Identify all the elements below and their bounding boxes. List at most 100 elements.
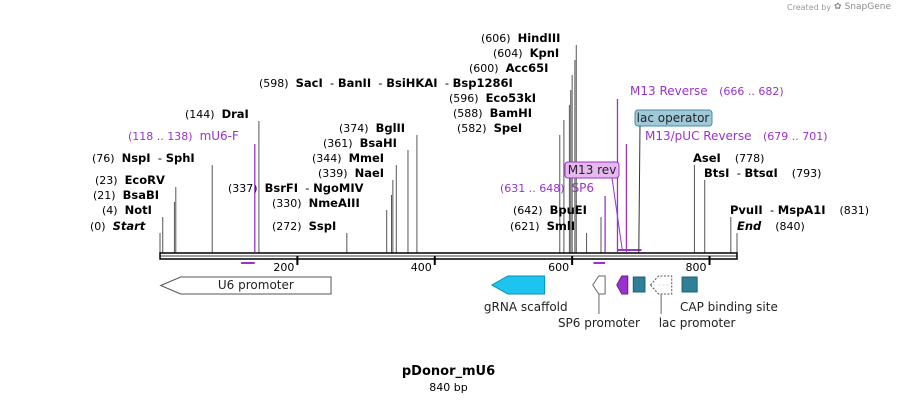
- enzyme-label-nmeaiii: (330) NmeAIII: [272, 196, 360, 210]
- enzyme-label-bpuei: (642) BpuEI: [513, 203, 587, 217]
- enzyme-name: BtsαI: [745, 166, 778, 180]
- enzyme-name: SacI: [296, 76, 323, 90]
- enzyme-position: (831): [826, 204, 870, 217]
- enzyme-name: NgoMIV: [313, 181, 363, 195]
- feature-u6-promoter: [159, 276, 332, 295]
- enzyme-name: BsaBI: [123, 188, 159, 202]
- enzyme-position: (840): [761, 220, 805, 233]
- feature-sp6-promoter: [592, 275, 606, 295]
- m13-rev-box: [564, 161, 620, 179]
- enzyme-name: EcoRV: [125, 173, 165, 187]
- enzyme-label-ecorv: (23) EcoRV: [95, 173, 165, 187]
- feature-lac-operator-feat: [632, 276, 646, 293]
- enzyme-name: BsiHKAI: [386, 76, 437, 90]
- enzyme-name: HindIII: [518, 31, 561, 45]
- enzyme-position: (0): [90, 220, 113, 233]
- snapgene-credit: Created by ✿ SnapGene: [787, 2, 891, 12]
- enzyme-name: PvuII: [730, 203, 763, 217]
- enzyme-label-btsi: BtsI - BtsαI (793): [704, 166, 821, 180]
- primer-range: (679 .. 701): [763, 130, 828, 143]
- enzyme-position: (337): [228, 182, 265, 195]
- enzyme-position: (606): [481, 32, 518, 45]
- snapgene-logo-icon: ✿: [834, 2, 842, 12]
- enzyme-position: (588): [453, 107, 490, 120]
- primer-layer: (118 .. 138) mU6-F (631 .. 648) SP6 M13 Re…: [128, 84, 828, 264]
- enzyme-name: BtsI: [704, 166, 729, 180]
- enzyme-name: Start: [113, 219, 146, 233]
- primer-range: (118 .. 138): [128, 130, 200, 143]
- enzyme-name: BanII: [338, 76, 371, 90]
- primer-label-sp6: (631 .. 648) SP6: [500, 181, 594, 195]
- enzyme-label-bamhi: (588) BamHI: [453, 106, 532, 120]
- enzyme-position: (4): [102, 204, 125, 217]
- primer-label-mu6f: (118 .. 138) mU6-F: [128, 129, 239, 143]
- enzyme-position: (76): [92, 152, 122, 165]
- enzyme-name: NmeAIII: [309, 196, 360, 210]
- enzyme-name: SspI: [309, 219, 337, 233]
- enzyme-position: (604): [493, 47, 530, 60]
- enzyme-position: (339): [318, 167, 355, 180]
- enzyme-separator: -: [371, 76, 386, 90]
- enzyme-name: Acc65I: [506, 61, 549, 75]
- enzyme-label-drai: (144) DraI: [185, 107, 249, 121]
- primer-label-m13puc: M13/pUC Reverse (679 .. 701): [645, 129, 828, 143]
- enzyme-position: (344): [312, 152, 349, 165]
- enzyme-layer: (0) Start(4) NotI(21) BsaBI(23) EcoRV(76…: [90, 31, 869, 255]
- enzyme-name: BsaHI: [360, 136, 397, 150]
- enzyme-separator: -: [438, 76, 453, 90]
- enzyme-label-hindiii: (606) HindIII: [481, 31, 560, 45]
- enzyme-name: SphI: [166, 151, 195, 165]
- lac-operator-box: [634, 109, 713, 127]
- enzyme-position: (793): [778, 167, 822, 180]
- enzyme-position: (596): [449, 92, 486, 105]
- enzyme-separator: -: [763, 203, 778, 217]
- enzyme-label-nspi: (76) NspI - SphI: [92, 151, 195, 165]
- enzyme-name: MmeI: [349, 151, 385, 165]
- enzyme-position: (361): [323, 137, 360, 150]
- enzyme-name: BamHI: [490, 106, 532, 120]
- enzyme-label-naei: (339) NaeI: [318, 166, 384, 180]
- feature-grna-scaffold: [490, 275, 546, 295]
- enzyme-position: (374): [339, 122, 376, 135]
- feature-u6-promoter-label: U6 promoter: [218, 278, 294, 292]
- ruler-label-200: 200: [273, 261, 294, 274]
- enzyme-name: End: [737, 219, 762, 233]
- enzyme-position: (272): [272, 220, 309, 233]
- feature-lac-promoter: [649, 275, 673, 295]
- enzyme-position: (642): [513, 204, 550, 217]
- enzyme-position: (330): [272, 197, 309, 210]
- credit-text: Created by: [787, 2, 832, 12]
- primer-label-m13rev: M13 Reverse (666 .. 682): [630, 84, 784, 98]
- feature-sp6-promoter-label: SP6 promoter: [558, 316, 640, 330]
- enzyme-label-smli: (621) SmlI: [510, 219, 575, 233]
- primer-name: M13 Reverse: [630, 84, 719, 98]
- primer-name: mU6-F: [200, 129, 239, 143]
- primer-name: SP6: [572, 181, 595, 195]
- enzyme-separator: -: [298, 181, 313, 195]
- feature-lac-promoter-label: lac promoter: [659, 316, 736, 330]
- enzyme-name: NotI: [125, 203, 152, 217]
- enzyme-name: NaeI: [355, 166, 384, 180]
- primer-name: M13/pUC Reverse: [645, 129, 763, 143]
- ruler-label-400: 400: [411, 261, 432, 274]
- primer-range: (666 .. 682): [719, 85, 784, 98]
- enzyme-name: SpeI: [494, 121, 523, 135]
- enzyme-position: (778): [721, 152, 765, 165]
- enzyme-name: BsrFI: [265, 181, 298, 195]
- enzyme-label-acc65i: (600) Acc65I: [469, 61, 548, 75]
- enzyme-separator: -: [729, 166, 744, 180]
- m13-rev-box-leader: [611, 177, 623, 251]
- enzyme-position: (621): [510, 220, 547, 233]
- primer-range: (631 .. 648): [500, 182, 572, 195]
- lac-operator-leader: [638, 125, 641, 255]
- feature-grna-scaffold-label: gRNA scaffold: [484, 300, 568, 314]
- enzyme-label-sspi: (272) SspI: [272, 219, 336, 233]
- enzyme-label-noti: (4) NotI: [102, 203, 152, 217]
- enzyme-label-end: End (840): [737, 219, 805, 233]
- enzyme-position: (144): [185, 108, 222, 121]
- plasmid-size: 840 bp: [429, 381, 468, 394]
- enzyme-label-mmei: (344) MmeI: [312, 151, 384, 165]
